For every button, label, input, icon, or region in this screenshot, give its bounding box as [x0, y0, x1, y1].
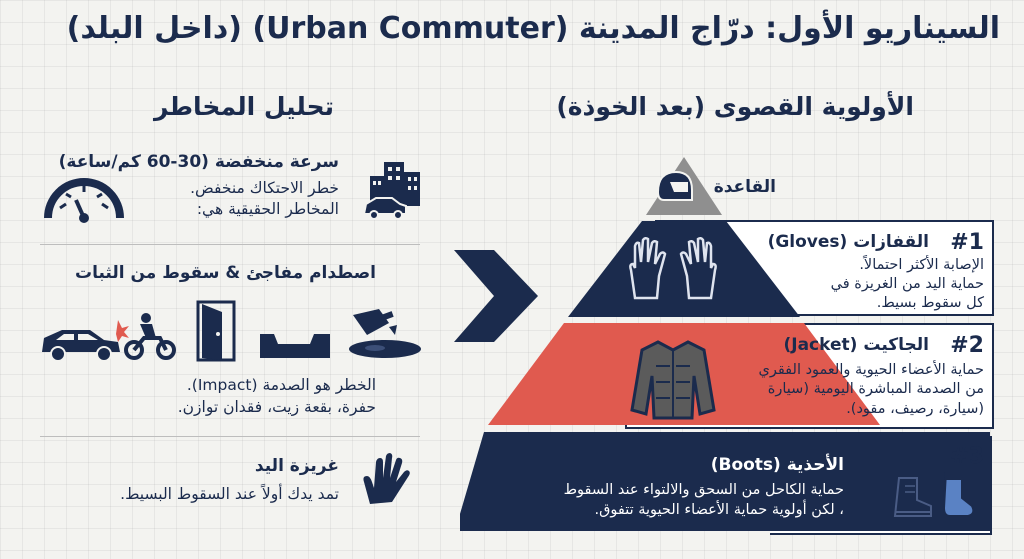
- gloves-icon: [625, 236, 721, 302]
- risk-impact-line-2: حفرة، بقعة زيت، فقدان توازن.: [177, 398, 376, 416]
- pothole-icon: [260, 330, 330, 360]
- tier-2-heading: الجاكيت (Jacket): [783, 335, 929, 355]
- boot-icon: [891, 476, 933, 520]
- risk-impact-line-1: الخطر هو الصدمة (Impact).: [186, 376, 376, 394]
- tier-3-number: #3: [950, 444, 984, 469]
- oil-spill-icon: [345, 305, 423, 360]
- tier-3-heading: الأحذية (Boots): [710, 455, 844, 475]
- tier-1-number: #1: [950, 230, 984, 255]
- tier-2-line-3: (سيارة، رصيف، مقود).: [846, 401, 984, 417]
- risk-speed-heading: سرعة منخفضة (30-60 كم/ساعة): [58, 152, 339, 172]
- risk-hand-heading: غريزة اليد: [254, 456, 339, 476]
- helmet-icon: [654, 168, 694, 208]
- page-title: السيناريو الأول: درّاج المدينة (Urban Co…: [66, 11, 1000, 46]
- risk-divider-2: [40, 436, 420, 437]
- tier-1-line-2: حماية اليد من الغريزة في: [830, 276, 984, 292]
- jacket-icon: [628, 336, 718, 422]
- arrow-icon: [454, 250, 540, 342]
- risk-analysis-header: تحليل المخاطر: [153, 92, 334, 121]
- tier-2-number: #2: [950, 333, 984, 358]
- open-door-icon: [196, 300, 238, 362]
- risk-speed-line-1: خطر الاحتكاك منخفض.: [190, 179, 339, 197]
- city-car-icon: [362, 158, 428, 220]
- speedometer-icon: [40, 162, 128, 224]
- tier-2-line-2: من الصدمة المباشرة اليومية (سيارة: [767, 381, 984, 397]
- risk-divider-1: [40, 244, 420, 245]
- tier-3-line-1: حماية الكاحل من السحق والالتواء عند السق…: [563, 482, 844, 498]
- tier-1-line-1: الإصابة الأكثر احتمالاً.: [859, 257, 984, 273]
- risk-hand-line-1: تمد يدك أولاً عند السقوط البسيط.: [120, 485, 339, 503]
- motorcycle-icon: [124, 312, 176, 362]
- risk-impact-heading: اصطدام مفاجئ & سقوط من الثبات: [75, 263, 376, 283]
- pyramid-base-label: القاعدة: [713, 177, 776, 197]
- risk-speed-line-2: المخاطر الحقيقية هي:: [196, 200, 339, 218]
- sock-icon: [940, 470, 976, 520]
- tier-1-heading: القفازات (Gloves): [767, 232, 929, 252]
- tier-2-line-1: حماية الأعضاء الحيوية والعمود الفقري: [758, 362, 985, 378]
- priority-header: الأولوية القصوى (بعد الخوذة): [556, 92, 914, 121]
- pyramid-tier-3: [460, 432, 990, 531]
- car-crash-icon: [38, 312, 130, 362]
- tier-1-line-3: كل سقوط بسيط.: [876, 295, 984, 311]
- hand-icon: [356, 452, 412, 508]
- tier-3-line-2: ، لكن أولوية حماية الأعضاء الحيوية تتفوق…: [594, 502, 844, 518]
